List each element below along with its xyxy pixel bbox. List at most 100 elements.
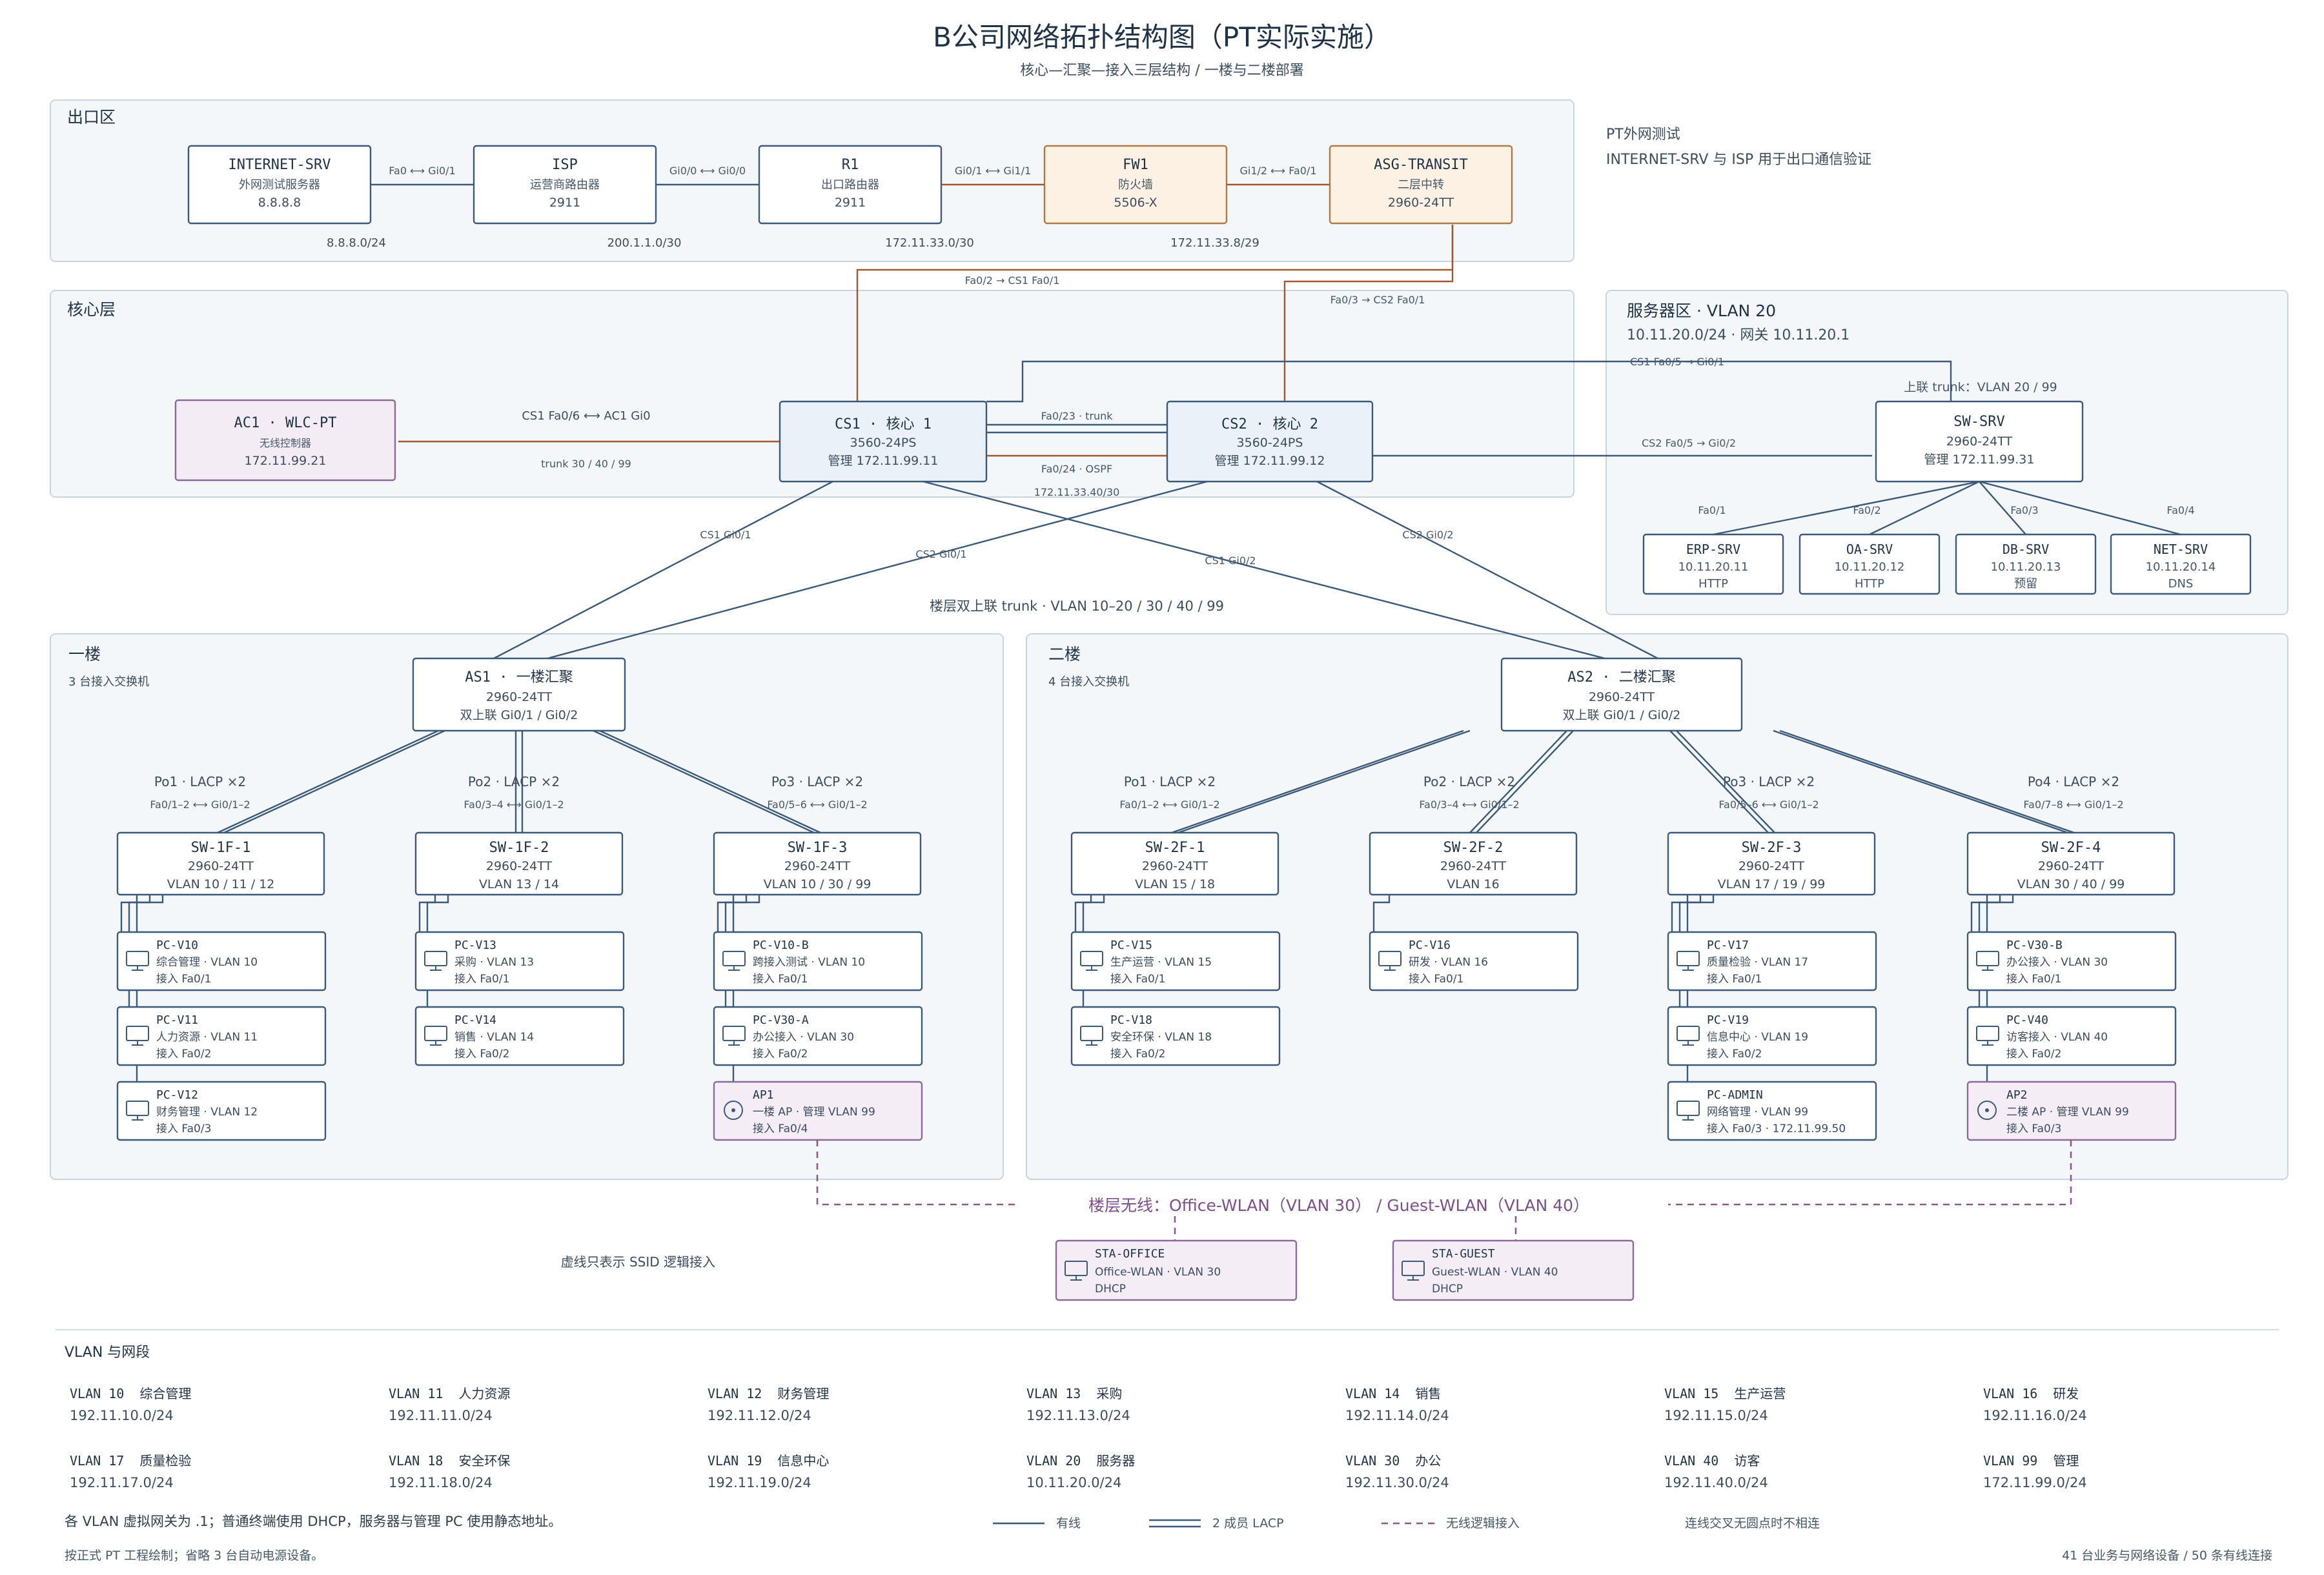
switch-sw-2f-3[interactable] [1667,831,1876,896]
access-point-icon [724,1101,743,1120]
pc-pc-v12[interactable] [116,1081,327,1141]
access-point-icon [1977,1101,1997,1120]
exit-node-ip: 2960-24TT [1388,196,1454,210]
exit-node-sub: 防火墙 [1118,178,1153,192]
server-ip: 10.11.20.14 [2146,560,2216,574]
device-port: 接入 Fa0/3 · 172.11.99.50 [1707,1123,1846,1135]
server-svc: DNS [2168,577,2194,591]
station-sta-guest[interactable] [1392,1239,1635,1301]
device-name: PC-V16 [1409,939,1451,952]
vlan-table-title: VLAN 与网段 [65,1345,150,1361]
as1-node[interactable] [412,657,626,732]
pc-pc-v15[interactable] [1070,931,1281,991]
label-cs-ospf-net: 172.11.33.40/30 [1034,486,1120,498]
pc-pc-v11[interactable] [116,1006,327,1066]
station-sta-office[interactable] [1055,1239,1298,1301]
lacp-ports-label: Fa0/7–8 ⟷ Gi0/1–2 [2023,798,2123,811]
switch-name: SW-1F-1 [191,840,251,856]
device-name: PC-V17 [1707,939,1749,952]
lacp-member-link [1779,729,2075,834]
as1-name: AS1 · 一楼汇聚 [465,669,573,686]
cs1-node[interactable] [779,400,988,483]
exit-link-net: 172.11.33.0/30 [885,236,974,250]
zone-core-label: 核心层 [67,300,116,319]
switch-sw-2f-2[interactable] [1369,831,1578,896]
device-desc: 销售 · VLAN 14 [454,1031,534,1044]
switch-name: SW-2F-1 [1145,840,1205,856]
device-name: PC-V19 [1707,1013,1749,1027]
server-zone-content: 上联 trunk：VLAN 20 / 99ERP-SRV10.11.20.11H… [1642,380,2252,595]
server-node-oa-srv[interactable] [1799,533,1941,595]
pc-pc-admin[interactable] [1667,1081,1877,1141]
switch-vlan: VLAN 13 / 14 [479,877,559,891]
server-node-erp-srv[interactable] [1642,533,1784,595]
device-name: PC-V13 [454,939,496,952]
pc-pc-v17[interactable] [1667,931,1877,991]
server-node-db-srv[interactable] [1955,533,2097,595]
server-svc: HTTP [1698,577,1728,591]
ac1-node[interactable] [174,399,396,482]
lacp-po-label: Po2 · LACP ×2 [468,774,560,789]
device-desc: 人力资源 · VLAN 11 [156,1031,258,1044]
exit-row: INTERNET-SRV外网测试服务器8.8.8.8ISP运营商路由器2911R… [187,145,1513,250]
pc-pc-v14[interactable] [414,1006,625,1066]
pc-pc-v40[interactable] [1966,1006,2177,1066]
sw-srv-ip: 管理 172.11.99.31 [1924,452,2035,467]
cross-note: 连线交叉无圆点时不相连 [1685,1516,1820,1530]
exit-node-ip: 2911 [835,196,866,210]
vlan-subnet: 192.11.15.0/24 [1664,1408,1768,1423]
vlan-name: VLAN 30 办公 [1345,1453,1441,1468]
device-desc: 采购 · VLAN 13 [454,956,534,969]
lacp-ports-label: Fa0/3–4 ⟷ Gi0/1–2 [1419,798,1519,811]
lacp-member-link [599,729,821,834]
vlan-name: VLAN 10 综合管理 [70,1386,191,1401]
exit-node-sub: 出口路由器 [821,178,879,192]
station-name: STA-OFFICE [1095,1247,1165,1261]
pc-pc-v30-b[interactable] [1966,931,2177,991]
switch-sw-1f-2[interactable] [414,831,624,896]
pc-pc-v30-a[interactable] [713,1006,923,1066]
pc-pc-v18[interactable] [1070,1006,1281,1066]
pc-pc-v13[interactable] [414,931,625,991]
vlan-subnet: 192.11.13.0/24 [1026,1408,1130,1423]
dashed-note: 虚线只表示 SSID 逻辑接入 [561,1254,715,1270]
server-node-net-srv[interactable] [2110,533,2252,595]
gateway-note: 各 VLAN 虚拟网关为 .1；普通终端使用 DHCP，服务器与管理 PC 使用… [65,1514,562,1529]
switch-sw-1f-3[interactable] [713,831,922,896]
lacp-po-label: Po1 · LACP ×2 [1124,774,1216,789]
as2-node[interactable] [1500,657,1743,732]
cs2-node[interactable] [1166,400,1374,483]
device-port: 接入 Fa0/1 [156,973,211,986]
lacp-member-link [1476,730,1574,833]
vlan-subnet: 192.11.10.0/24 [70,1408,174,1423]
link-cs1-as1 [493,480,833,660]
floor-uplink-label: 楼层双上联 trunk · VLAN 10–20 / 30 / 40 / 99 [930,598,1224,614]
count-note: 41 台业务与网络设备 / 50 条有线连接 [2062,1549,2272,1563]
sw-srv-node[interactable] [1875,400,2084,483]
as2-uplink: 双上联 Gi0/1 / Gi0/2 [1563,708,1681,722]
switch-sub: 2960-24TT [1738,859,1805,873]
switch-sw-1f-1[interactable] [116,831,325,896]
legend-lacp: 2 成员 LACP [1212,1516,1284,1530]
cs1-name: CS1 · 核心 1 [835,416,932,432]
device-port: 接入 Fa0/1 [2006,973,2061,986]
lacp-member-link [1669,730,1769,833]
pt-test-body: INTERNET-SRV 与 ISP 用于出口通信验证 [1606,152,1871,168]
pc-pc-v10-b[interactable] [713,931,923,991]
pc-pc-v10[interactable] [116,931,327,991]
pt-note: 按正式 PT 工程绘制；省略 3 台自动电源设备。 [65,1549,323,1563]
vlan-name: VLAN 20 服务器 [1026,1453,1135,1468]
switch-sw-2f-4[interactable] [1966,831,2176,896]
label-cs2-srv: CS2 Fa0/5 → Gi0/2 [1642,437,1736,449]
zone-exit-label: 出口区 [67,108,116,127]
lacp-po-label: Po3 · LACP ×2 [1723,774,1815,789]
exit-link-port: Gi0/1 ⟷ Gi1/1 [955,165,1031,177]
vlan-subnet: 192.11.30.0/24 [1345,1475,1449,1490]
cs1-ip: 管理 172.11.99.11 [828,454,939,468]
pc-pc-v16[interactable] [1369,931,1579,991]
switch-sw-2f-1[interactable] [1070,831,1279,896]
lacp-member-link [1469,730,1567,833]
pc-pc-v19[interactable] [1667,1006,1877,1066]
device-name: PC-V12 [156,1088,198,1102]
